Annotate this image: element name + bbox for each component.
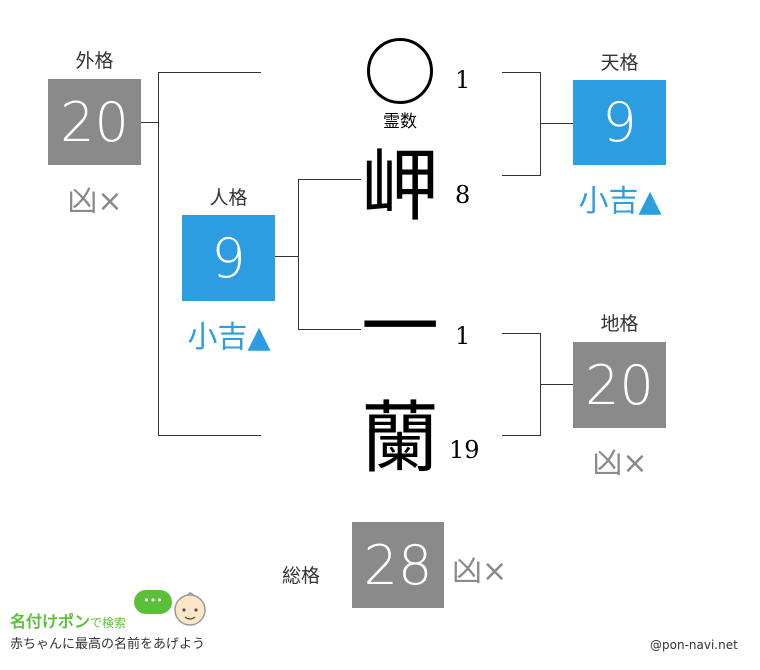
earth-title: 地格: [600, 313, 639, 335]
brand-credit: @pon-navi.net: [650, 638, 738, 652]
brand-logo-suffix: で検索: [90, 616, 127, 630]
reisu-circle-icon: [367, 38, 433, 104]
reisu-strokes: 1: [455, 66, 471, 94]
outer-title: 外格: [75, 50, 114, 72]
brand-logo: 名付けポンで検索: [10, 608, 126, 632]
total-title: 総格: [282, 565, 321, 587]
person-title: 人格: [209, 187, 248, 209]
name-char-3: 蘭: [360, 394, 439, 484]
chat-bubble-icon: •••: [134, 590, 172, 614]
earth-verdict: 凶×: [592, 446, 648, 481]
person-verdict: 小吉▲: [187, 320, 271, 355]
baby-face-icon: [174, 592, 206, 626]
heaven-title: 天格: [600, 52, 639, 74]
name-strokes-3: 19: [449, 436, 480, 464]
total-verdict: 凶×: [452, 554, 508, 589]
total-value-box: 28: [352, 522, 444, 608]
heaven-value-box: 9: [573, 80, 666, 165]
person-value-box: 9: [182, 215, 275, 301]
outer-value-box: 20: [48, 79, 141, 165]
name-char-2: 一: [360, 283, 439, 373]
name-strokes-1: 8: [455, 181, 471, 209]
outer-verdict: 凶×: [67, 184, 123, 219]
brand-logo-text: 名付けポン: [10, 612, 91, 631]
name-strokes-2: 1: [455, 322, 471, 350]
chat-bubble-dots: •••: [143, 594, 163, 607]
earth-value-box: 20: [573, 342, 666, 428]
brand-tagline: 赤ちゃんに最高の名前をあげよう: [10, 637, 206, 652]
reisu-label: 霊数: [383, 112, 417, 132]
heaven-verdict: 小吉▲: [578, 184, 662, 219]
name-char-1: 岬: [360, 142, 439, 232]
